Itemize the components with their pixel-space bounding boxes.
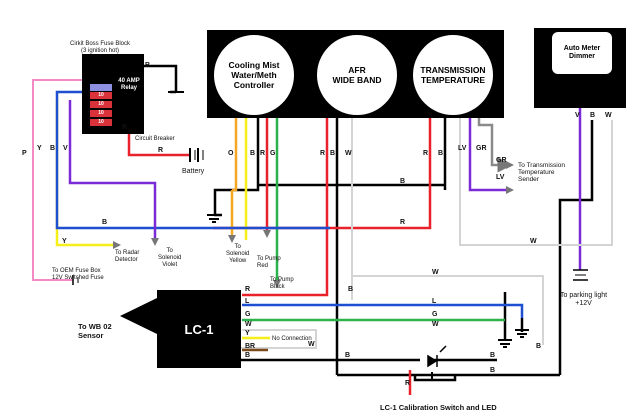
pink-wire [32,79,82,281]
wire-code: G [432,311,438,318]
wire-code: GR [496,157,507,164]
wire-code: W [308,341,315,348]
calibration-switch[interactable] [420,372,445,381]
wire-code: BR [245,343,256,350]
wire-code: W [432,269,439,276]
wire-code: B [330,150,336,157]
ground-symbols [168,91,529,348]
wire-code: GR [476,145,487,152]
blue-wires [55,90,524,318]
fuse-slot-3: 10 [90,101,112,108]
wire-code: B [400,178,406,185]
wire-code: LV [458,145,467,152]
violet-wires [68,100,582,270]
wire-code: R [260,150,266,157]
circuit-breaker-label: Circuit Breaker [135,136,175,142]
wire-code: B [50,145,56,152]
wire-code: W [530,238,537,245]
orange-wire [232,118,238,192]
led-symbol [427,345,447,368]
wire-code: B [438,150,444,157]
wire-code: B [145,62,151,69]
wire-code: O [228,150,234,157]
wire-code: L [432,298,437,305]
wire-code: B [490,367,496,374]
fuse-slot-4: 10 [90,110,112,117]
wire-code: V [575,112,580,119]
wire-code: W [432,321,439,328]
lc1-box: LC-1 [157,290,241,368]
wire-code: R [245,286,251,293]
wire-code: B [250,150,256,157]
wire-code: V [63,145,68,152]
wire-code: Y [37,145,42,152]
oem-battery-symbol [72,275,79,285]
wire-code: R [320,150,326,157]
wire-code: Y [62,238,67,245]
wire-code: R [158,147,164,154]
wire-code: B [590,112,596,119]
wire-code: B [490,352,496,359]
parking-light-label: To parking light+12V [560,292,608,307]
wire-code: B [345,352,351,359]
wire-code: R [405,380,411,387]
fuse-slot-5: 10 [90,119,112,126]
wire-code: W [605,112,612,119]
wire-code: R [423,150,429,157]
wire-code: B [245,352,251,359]
parking-battery-symbol [573,269,588,281]
wire-code: Y [245,330,250,337]
battery-symbol [189,148,204,162]
wire-code: B [102,219,108,226]
wire-code: LV [496,174,505,181]
fuse-block-label: Cirkit Boss Fuse Block(3 ignition hot) [70,41,131,54]
wire-code: B [536,343,542,350]
white-wires [240,118,613,349]
wire-code: L [245,298,250,305]
wire-code: R [400,219,406,226]
destination-arrows [113,161,514,288]
calibration-label: LC-1 Calibration Switch and LED [380,403,497,412]
wire-code: B [348,286,354,293]
no-connection-label: No Connection [272,336,312,342]
fuse-slot-1 [90,84,112,91]
grey-wires [477,118,513,173]
battery-label: Battery [182,168,205,175]
wire-code: P [22,150,27,157]
wire-code: R [122,124,128,131]
fuse-slot-2: 10 [90,92,112,99]
green-wires [242,118,505,322]
wire-code: G [270,150,276,157]
wire-code: W [345,150,352,157]
wire-code: W [245,321,252,328]
wire-code: G [245,311,251,318]
